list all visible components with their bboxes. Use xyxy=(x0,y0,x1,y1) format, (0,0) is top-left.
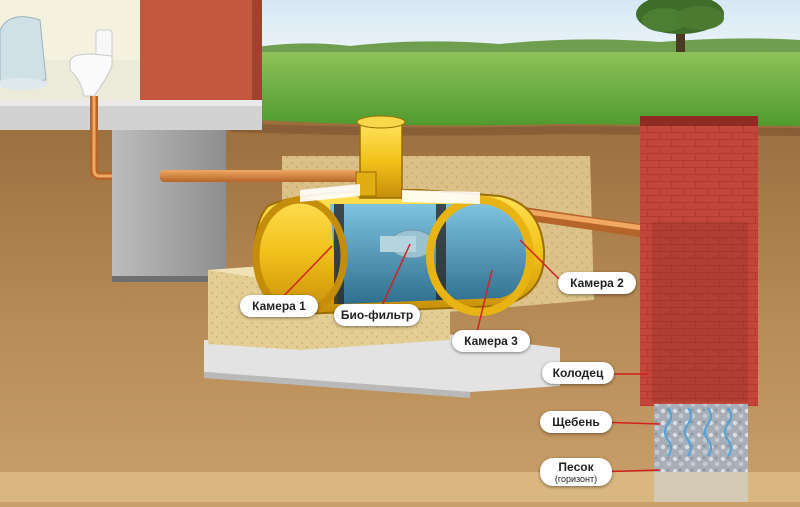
label-gravel: Щебень xyxy=(540,411,612,433)
label-chamber-2: Камера 2 xyxy=(558,272,636,294)
label-well: Колодец xyxy=(542,362,614,384)
label-chamber-3: Камера 3 xyxy=(452,330,530,352)
label-sand-note: (горизонт) xyxy=(554,474,598,484)
label-sand-title: Песок xyxy=(558,460,594,474)
label-chamber-1: Камера 1 xyxy=(240,295,318,317)
label-biofilter: Био-фильтр xyxy=(334,304,420,326)
label-sand: Песок (горизонт) xyxy=(540,458,612,486)
